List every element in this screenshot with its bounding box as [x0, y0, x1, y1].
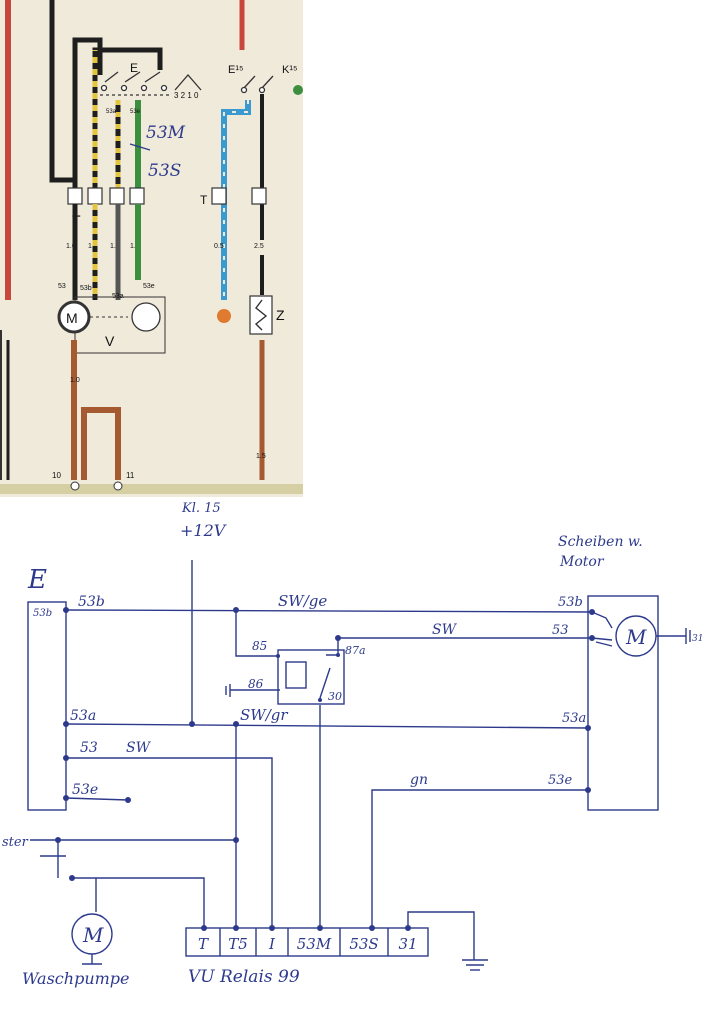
- wire-brown-loop: [81, 407, 121, 480]
- label-53a-left: 53a: [70, 708, 96, 724]
- relay99-pin-2: I: [268, 935, 276, 953]
- relay99-pin-0: T: [198, 935, 209, 953]
- wire-label-swgr: SW/gr: [240, 706, 288, 724]
- wire-53b: [65, 609, 593, 613]
- scan-cam: [131, 302, 161, 332]
- switch-E15: [240, 75, 274, 94]
- relay-pin-87a: 87a: [345, 644, 366, 657]
- relay-coil: [285, 661, 307, 689]
- scan-terminal-53a-top: 53a: [106, 109, 117, 115]
- scan-motor-label: M: [66, 310, 78, 326]
- relay-pin-85: 85: [252, 639, 267, 653]
- pump-M-label: M: [82, 923, 104, 947]
- terminal-num-11: 11: [126, 471, 135, 480]
- label-53b-inside: 53b: [33, 608, 52, 619]
- scan-label-T-right: T: [200, 193, 208, 207]
- wire-53e: [65, 797, 129, 801]
- scan-Z-box: [249, 295, 273, 335]
- motor-pin-53b: 53b: [558, 595, 583, 610]
- wire-label-swge: SW/ge: [278, 592, 327, 610]
- motor-M-label: M: [625, 625, 647, 649]
- motor-ground-31: 31: [692, 634, 703, 644]
- relay99-pin-3: 53M: [297, 935, 332, 953]
- wire-black-upper: [72, 37, 103, 195]
- scan-label-V: V: [105, 333, 115, 349]
- motor-pin-53a: 53a: [562, 711, 586, 726]
- relay-contact: [319, 667, 331, 699]
- scan-terminal-53e-top: 53e: [130, 109, 141, 115]
- wire-black-loop: [49, 0, 75, 183]
- gauge-8: 1.5: [256, 453, 266, 460]
- switch-E-box: [27, 601, 67, 811]
- wire-taster-out: [72, 877, 205, 928]
- junction-dots: [55, 607, 595, 931]
- switch-E-title: E: [27, 565, 47, 595]
- terminal-num-10: 10: [52, 471, 61, 480]
- wire-53a: [65, 723, 589, 729]
- relay-pin-30: 30: [328, 690, 342, 703]
- wire-relay-85: [235, 610, 278, 657]
- motor-pin-53e: 53e: [548, 773, 573, 788]
- gauge-7: 1.0: [70, 377, 80, 384]
- wire-gn: [371, 789, 588, 928]
- annotation-53S: 53S: [148, 161, 181, 181]
- switch-E: [100, 71, 202, 96]
- motor-title-2: Motor: [559, 554, 605, 570]
- gauge-5: 0.5: [214, 243, 224, 250]
- relay99-title: VU Relais 99: [188, 967, 300, 987]
- scan-terminal-53b: 53b: [80, 285, 92, 292]
- scanned-wiring-diagram: E 3 2 1 0 53a 53e 53M 53S E¹⁵ K¹⁵: [0, 0, 303, 497]
- terminal-10: [70, 481, 80, 491]
- label-53e-left: 53e: [72, 782, 98, 798]
- gauge-4: 1.0: [130, 243, 140, 250]
- taster-label: ster: [2, 835, 29, 850]
- motor-brushes: [591, 611, 613, 647]
- label-53b-left: 53b: [78, 594, 105, 610]
- terminal-11: [113, 481, 123, 491]
- wire-ground-31: [407, 911, 475, 960]
- switch-positions: 3 2 1 0: [174, 91, 199, 100]
- indicator-orange: [217, 309, 231, 323]
- scan-label-E15: E¹⁵: [228, 64, 244, 76]
- relay99-pin-1: T5: [228, 935, 248, 953]
- switch-E-label: E: [130, 61, 138, 75]
- relay99-pin-5: 31: [398, 935, 417, 953]
- gauge-6: 2.5: [254, 243, 264, 250]
- wire-relay-87a: [326, 638, 339, 656]
- scan-label-Z: Z: [276, 307, 285, 323]
- relay99-pins: T T5 I 53M 53S 31: [198, 935, 418, 953]
- annotation-53M: 53M: [146, 123, 186, 143]
- gauge-3: 1.0: [110, 243, 120, 250]
- relay99-pin-4: 53S: [349, 935, 378, 953]
- label-53-left: 53: [80, 740, 98, 756]
- relay99-box: [185, 927, 429, 957]
- wire-53-sw: [66, 757, 273, 928]
- annotation-pointer: [129, 143, 151, 151]
- wire-label-sw-mid: SW: [126, 740, 152, 756]
- kl15-line1: Kl. 15: [181, 501, 221, 516]
- motor-title-1: Scheiben w.: [558, 534, 643, 550]
- pump-label: Waschpumpe: [22, 969, 130, 988]
- scan-terminal-53: 53: [58, 283, 66, 290]
- motor-pin-53: 53: [552, 623, 569, 638]
- gauge-1: 1.0: [66, 243, 76, 250]
- scan-terminal-53e: 53e: [143, 283, 155, 290]
- indicator-green: [293, 85, 303, 95]
- relay-box: [277, 649, 345, 705]
- hand-sketch: [27, 560, 691, 971]
- kl15-line2: +12V: [180, 521, 227, 540]
- wire-blue-stripe: [223, 100, 249, 300]
- scan-Z-zigzag: [254, 299, 268, 331]
- relay-pin-86: 86: [248, 677, 264, 691]
- scan-motor: [57, 300, 91, 334]
- wiper-motor-box: [587, 595, 659, 811]
- wire-label-sw-top: SW: [432, 622, 458, 638]
- wire-label-gn: gn: [410, 772, 428, 788]
- scan-label-K: K¹⁵: [282, 64, 298, 76]
